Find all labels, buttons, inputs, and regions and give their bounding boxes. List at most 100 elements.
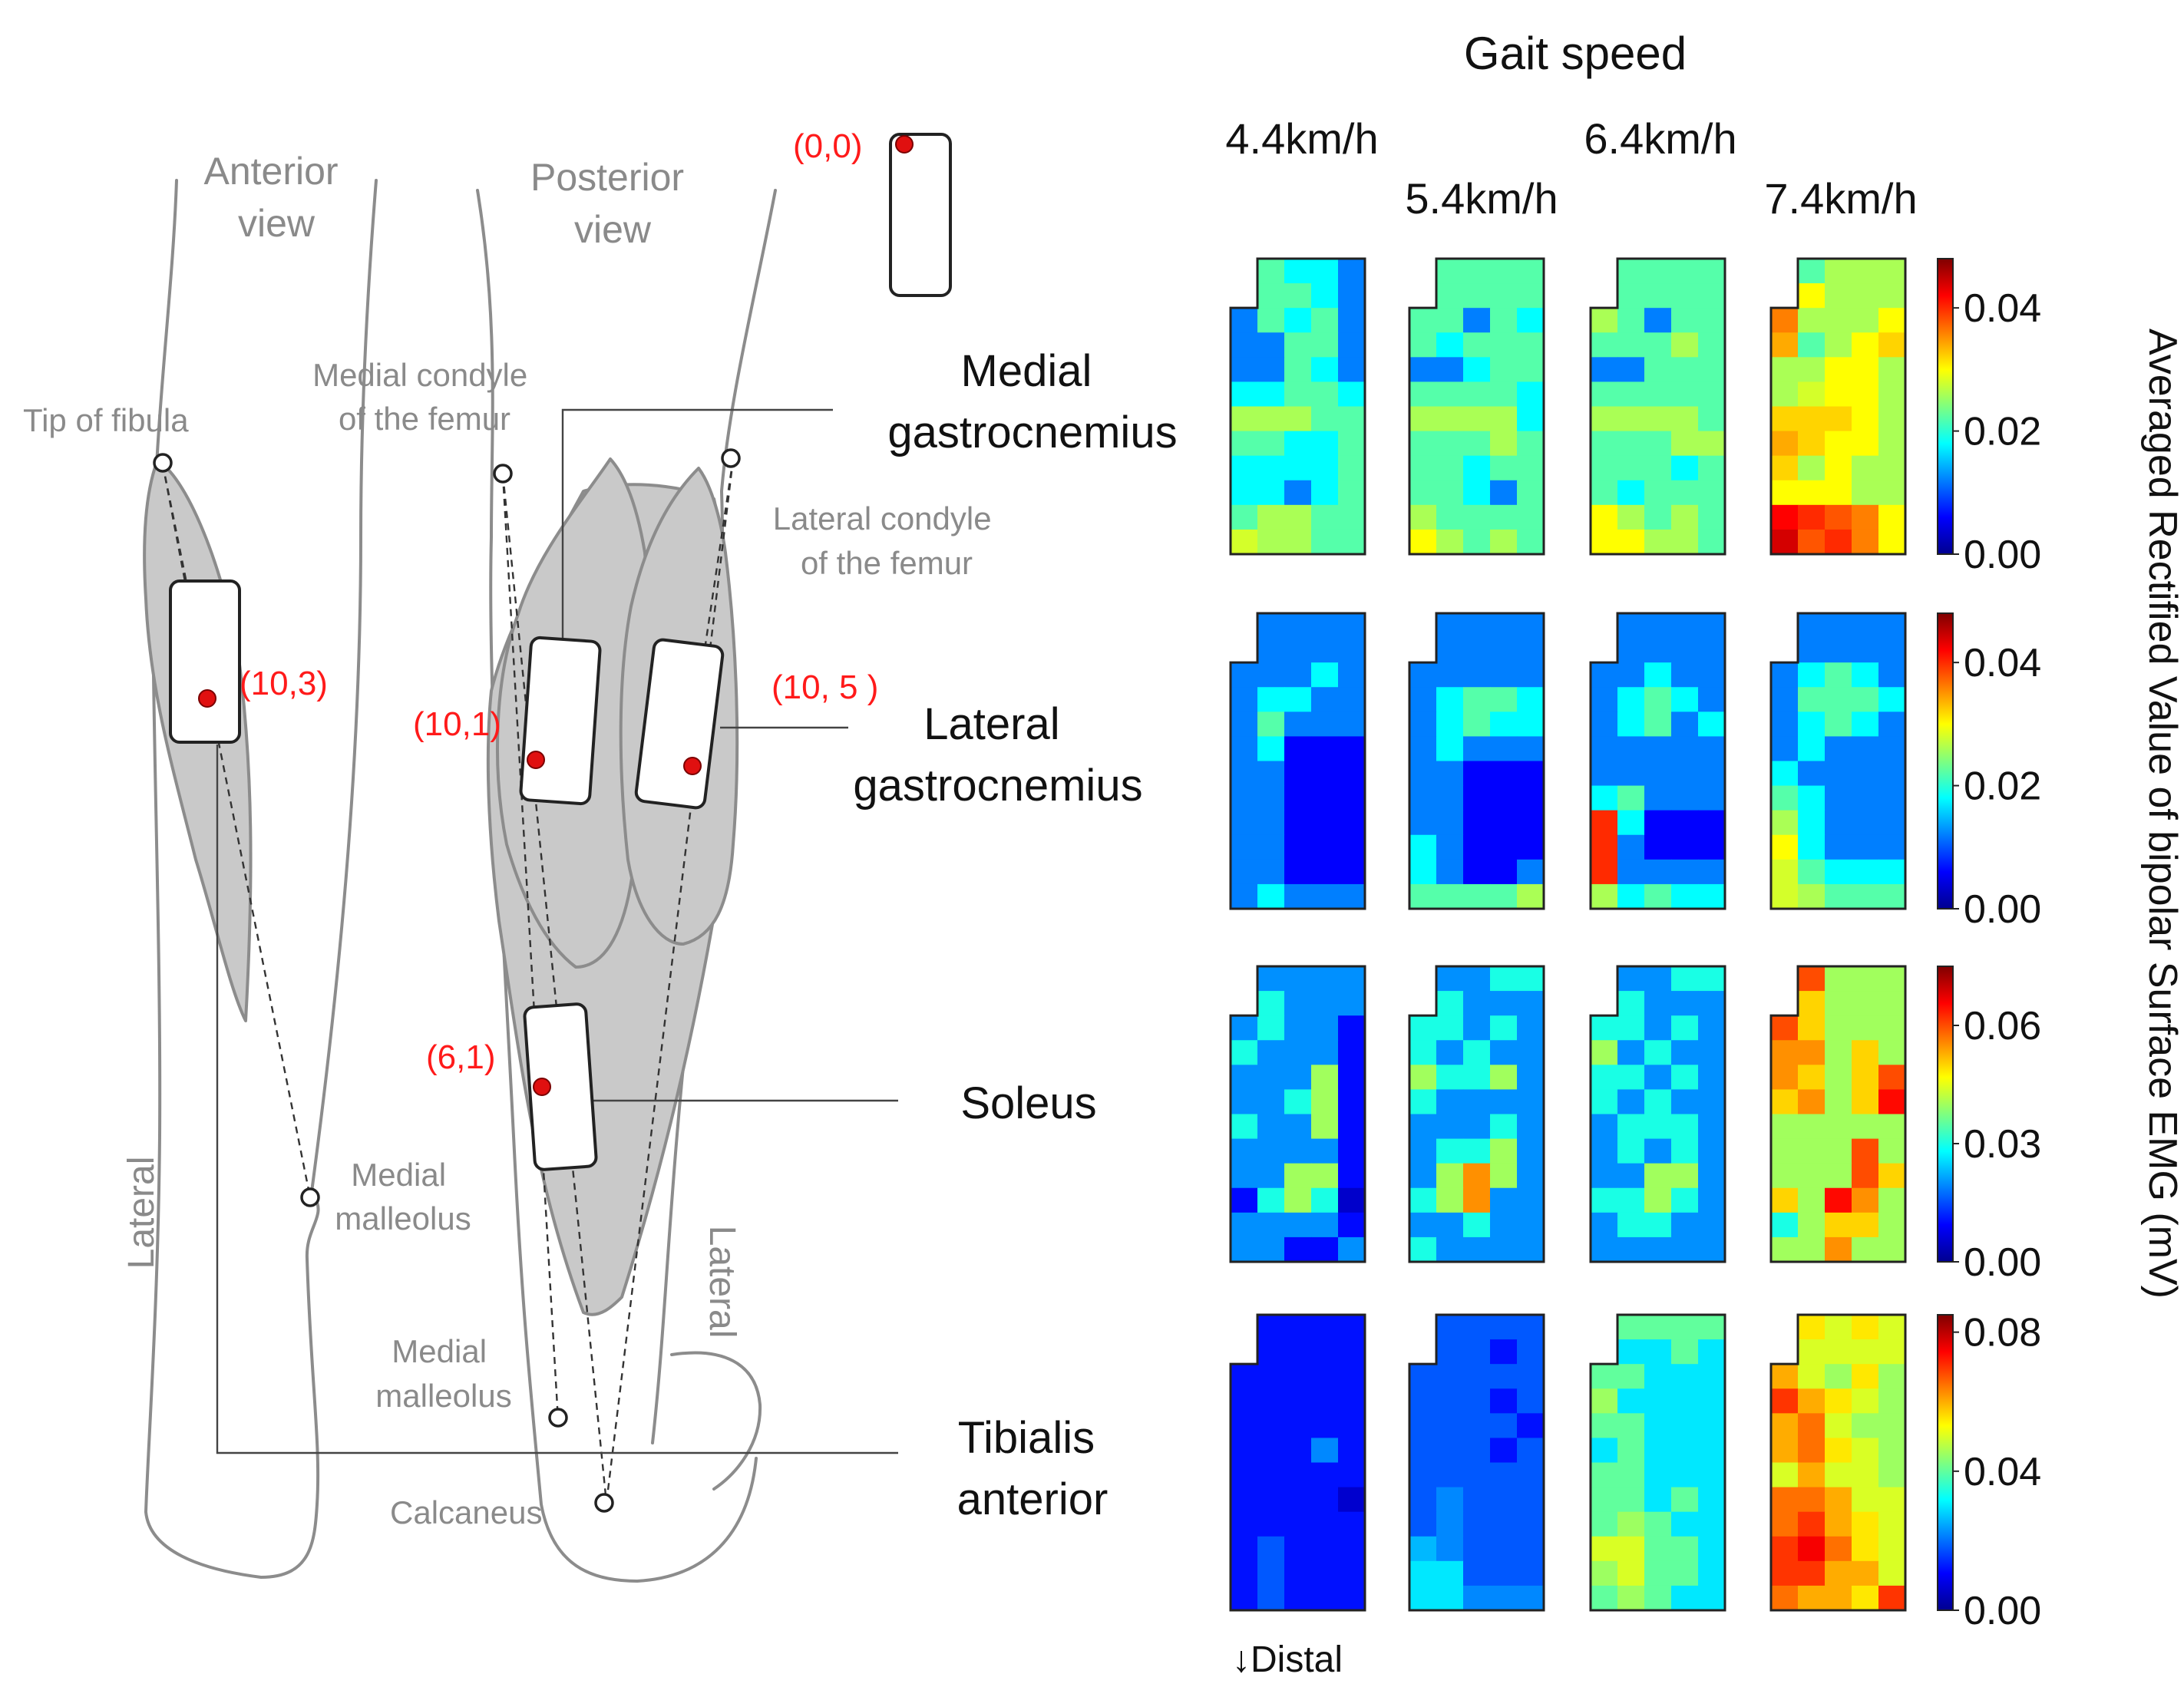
heatmap-cell: [1644, 991, 1672, 1016]
anterior-leg-inner-outline: [309, 179, 378, 1199]
heatmap-cell: [1257, 1364, 1285, 1389]
heatmap-cell: [1311, 1114, 1339, 1140]
heatmap-cell: [1284, 883, 1312, 910]
heatmap-cell: [1517, 1585, 1545, 1611]
heatmap-cell: [1878, 1560, 1906, 1586]
heatmap-cell: [1798, 406, 1826, 432]
heatmap-cell: [1671, 1413, 1699, 1439]
heatmap-cell: [1671, 1364, 1699, 1389]
heatmap-cell: [1617, 1388, 1645, 1414]
heatmap-cell: [1798, 785, 1826, 811]
heatmap-cell: [1436, 357, 1464, 383]
heatmap-cell: [1698, 1364, 1726, 1389]
heatmap-cell: [1257, 504, 1285, 530]
heatmap-cell: [1257, 711, 1285, 738]
heatmap-cell: [1771, 1114, 1799, 1140]
heatmap-cell: [1771, 761, 1799, 787]
heatmap-cell: [1284, 1040, 1312, 1065]
posterior-leg-outline: [476, 189, 758, 1583]
heatmap-cell: [1257, 259, 1285, 284]
heatmap-cell: [1409, 736, 1437, 762]
heatmap-cell: [1311, 761, 1339, 787]
heatmap-cell: [1852, 662, 1879, 688]
heatmap-cell: [1231, 1438, 1258, 1464]
heatmap-cell: [1617, 638, 1645, 663]
heatmap-cell: [1617, 1089, 1645, 1115]
heatmap-cell: [1338, 1089, 1366, 1115]
heatmap-cell: [1671, 332, 1699, 358]
heatmap-cell: [1311, 991, 1339, 1016]
heatmap-cell: [1671, 859, 1699, 885]
heatmap-cell: [1463, 1040, 1491, 1065]
heatmap-2-2: [1408, 612, 1545, 910]
electrode-tibialis: [169, 579, 241, 744]
heatmap-cell: [1517, 883, 1545, 910]
heatmap-cell: [1798, 480, 1826, 506]
anterior-line-fibula: [161, 464, 312, 1198]
heatmap-cell: [1311, 966, 1339, 992]
heatmap-cell: [1490, 1511, 1518, 1537]
colorbar-2: 0.040.020.00: [1937, 612, 2041, 932]
medial-malleolus-back-label: Medial malleolus: [375, 1333, 511, 1414]
heatmap-cell: [1284, 1585, 1312, 1611]
heatmap-cell: [1698, 1163, 1726, 1189]
heatmap-cell: [1771, 1585, 1799, 1611]
heatmap-cell: [1338, 431, 1366, 457]
medial-malleolus-front-label: Medial malleolus: [335, 1157, 471, 1236]
heatmap-cell: [1617, 1065, 1645, 1091]
heatmap-cell: [1878, 1187, 1906, 1213]
heatmap-cell: [1878, 1487, 1906, 1513]
heatmap-cell: [1284, 966, 1312, 992]
heatmap-cell: [1284, 1065, 1312, 1091]
heatmap-cell: [1490, 1089, 1518, 1115]
colorbar-tick-label: 0.06: [1964, 1004, 2041, 1048]
heatmap-cell: [1825, 736, 1852, 762]
heatmap-cell: [1698, 357, 1726, 383]
heatmap-cell: [1463, 687, 1491, 712]
heatmap-cell: [1231, 687, 1258, 712]
heatmap-cell: [1591, 1015, 1618, 1041]
heatmap-cell: [1490, 662, 1518, 688]
heatmap-cell: [1671, 1462, 1699, 1488]
heatmap-frame: [1769, 1313, 1907, 1612]
heatmap-cell: [1257, 1089, 1285, 1115]
heatmap-cell: [1698, 1138, 1726, 1164]
heatmap-cell: [1852, 1163, 1879, 1189]
heatmap-cell: [1311, 1462, 1339, 1488]
heatmap-cell: [1409, 1114, 1437, 1140]
heatmap-cell: [1798, 991, 1826, 1016]
heatmap-cell: [1436, 1438, 1464, 1464]
coord-origin-label: (0,0): [793, 127, 862, 165]
heatmap-cell: [1852, 381, 1879, 408]
heatmap-cell: [1644, 1138, 1672, 1164]
heatmap-cell: [1463, 638, 1491, 663]
heatmap-cell: [1798, 1089, 1826, 1115]
heatmap-cell: [1825, 1187, 1852, 1213]
heatmap-cell: [1338, 1015, 1366, 1041]
heatmap-cell: [1591, 1487, 1618, 1513]
heatmap-cell: [1231, 1212, 1258, 1238]
heatmap-cell: [1644, 259, 1672, 284]
heatmap-cell: [1852, 504, 1879, 530]
heatmap-cell: [1617, 1438, 1645, 1464]
heatmap-cell: [1591, 480, 1618, 506]
heatmap-cell: [1409, 834, 1437, 860]
heatmap-cell: [1878, 1438, 1906, 1464]
heatmap-cell: [1878, 529, 1906, 555]
heatmap-frame: [1589, 612, 1726, 910]
heatmap-cell: [1490, 761, 1518, 787]
heatmap-cell: [1409, 1040, 1437, 1065]
heatmap-cell: [1591, 406, 1618, 432]
heatmap-cell: [1798, 613, 1826, 639]
heatmap-cell: [1338, 883, 1366, 910]
heatmap-cell: [1617, 662, 1645, 688]
heatmap-cell: [1338, 834, 1366, 860]
heatmap-cell: [1852, 357, 1879, 383]
heatmap-cell: [1338, 1040, 1366, 1065]
heatmap-cell: [1338, 1487, 1366, 1513]
heatmap-cell: [1517, 1560, 1545, 1586]
heatmap-cell: [1698, 1065, 1726, 1091]
heatmap-cell: [1338, 761, 1366, 787]
heatmap-cell: [1463, 711, 1491, 738]
heatmap-cell: [1825, 357, 1852, 383]
